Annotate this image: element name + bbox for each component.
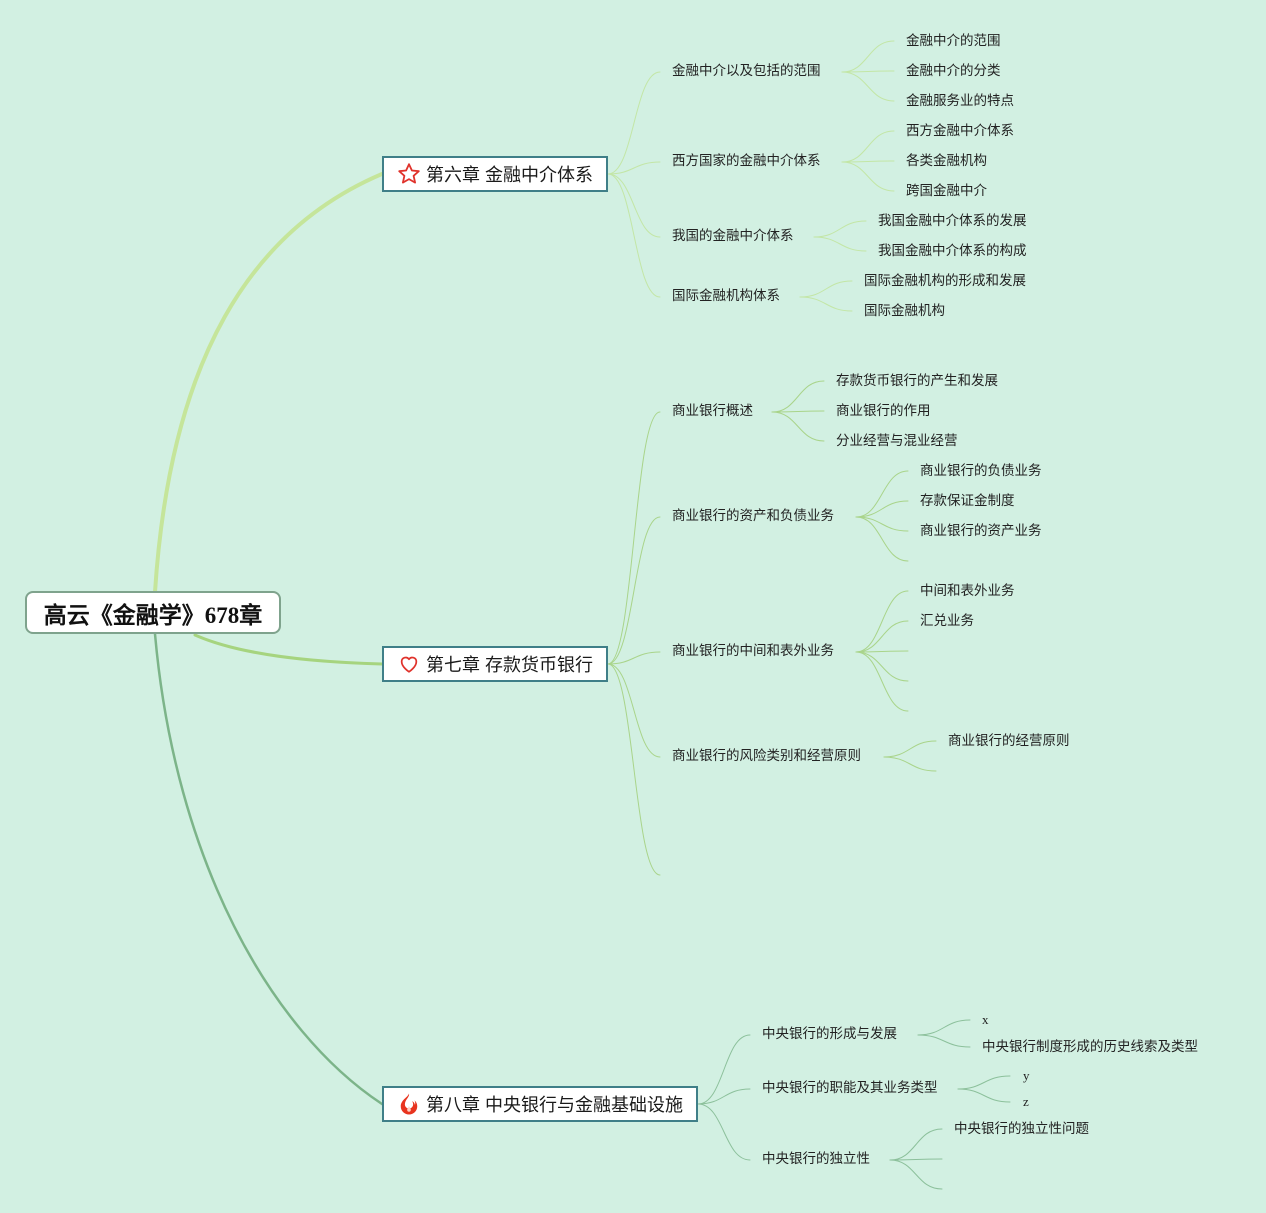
subtopic-7-4[interactable]: 商业银行的风险类别和经营原则: [672, 748, 861, 763]
leaf-topic[interactable]: 商业银行的经营原则: [948, 733, 1070, 748]
chapter-7-connector: [607, 411, 661, 665]
chapter-6-topic[interactable]: 第六章 金融中介体系: [382, 156, 608, 192]
root-topic[interactable]: 高云《金融学》678章: [25, 591, 281, 634]
leaf-connector: [855, 500, 909, 518]
leaf-connector: [855, 516, 909, 532]
heart-icon: [396, 651, 422, 677]
leaf-topic[interactable]: y: [1023, 1068, 1030, 1083]
chapter-6-connector: [607, 173, 661, 298]
leaf-connector: [799, 280, 853, 298]
leaf-connector: [855, 470, 909, 518]
leaf-connector: [957, 1088, 1011, 1103]
leaf-connector: [889, 1159, 943, 1190]
root-branch-ch6: [153, 172, 384, 594]
chapter-label: 第六章 金融中介体系: [426, 165, 594, 185]
leaf-connector: [957, 1075, 1011, 1090]
leaf-topic[interactable]: 分业经营与混业经营: [836, 433, 958, 448]
chapter-6-connector: [607, 161, 661, 175]
chapter-6-connector: [607, 71, 661, 175]
leaf-topic[interactable]: 中央银行的独立性问题: [954, 1121, 1089, 1136]
leaf-topic[interactable]: 存款货币银行的产生和发展: [836, 373, 998, 388]
leaf-topic[interactable]: 汇兑业务: [920, 613, 974, 628]
subtopic-7-1[interactable]: 商业银行概述: [672, 403, 753, 418]
chapter-7-connector: [607, 516, 661, 665]
leaf-connector: [889, 1128, 943, 1161]
leaf-connector: [841, 71, 895, 102]
leaf-connector: [917, 1034, 971, 1048]
leaf-connector: [841, 130, 895, 163]
subtopic-8-1[interactable]: 中央银行的形成与发展: [762, 1026, 897, 1041]
leaf-topic[interactable]: 金融中介的范围: [906, 33, 1001, 48]
leaf-topic[interactable]: 国际金融机构的形成和发展: [864, 273, 1026, 288]
leaf-topic[interactable]: x: [982, 1012, 989, 1027]
leaf-topic[interactable]: 我国金融中介体系的构成: [878, 243, 1027, 258]
root-branch-ch7: [193, 633, 384, 666]
leaf-topic[interactable]: 中央银行制度形成的历史线索及类型: [982, 1039, 1198, 1054]
leaf-topic[interactable]: 金融服务业的特点: [906, 93, 1014, 108]
leaf-topic[interactable]: 商业银行的负债业务: [920, 463, 1042, 478]
leaf-topic[interactable]: z: [1023, 1094, 1029, 1109]
leaf-connector: [855, 590, 909, 653]
leaf-connector: [771, 411, 825, 442]
root-branch-ch8: [153, 632, 384, 1106]
chapter-7-connector: [607, 663, 661, 758]
chapter-8-connector: [697, 1103, 751, 1161]
subtopic-6-2[interactable]: 西方国家的金融中介体系: [672, 153, 821, 168]
leaf-connector: [883, 740, 937, 758]
leaf-connector: [813, 220, 867, 238]
leaf-topic[interactable]: 西方金融中介体系: [906, 123, 1014, 138]
subtopic-7-3[interactable]: 商业银行的中间和表外业务: [672, 643, 834, 658]
leaf-topic[interactable]: 各类金融机构: [906, 153, 987, 168]
chapter-8-connector: [697, 1088, 751, 1105]
chapter-8-topic[interactable]: 第八章 中央银行与金融基础设施: [382, 1086, 698, 1122]
leaf-connector: [841, 160, 895, 163]
fire-icon: [396, 1091, 422, 1117]
leaf-connector: [771, 410, 825, 413]
chapter-6-connector: [607, 173, 661, 238]
leaf-connector: [841, 40, 895, 73]
subtopic-7-2[interactable]: 商业银行的资产和负债业务: [672, 508, 834, 523]
leaf-connector: [855, 620, 909, 653]
leaf-connector: [883, 756, 937, 772]
subtopic-8-3[interactable]: 中央银行的独立性: [762, 1151, 870, 1166]
leaf-connector: [771, 380, 825, 413]
subtopic-8-2[interactable]: 中央银行的职能及其业务类型: [762, 1080, 938, 1095]
leaf-connector: [813, 236, 867, 252]
leaf-topic[interactable]: 跨国金融中介: [906, 183, 987, 198]
leaf-connector: [841, 161, 895, 192]
leaf-topic[interactable]: 商业银行的资产业务: [920, 523, 1042, 538]
chapter-7-topic[interactable]: 第七章 存款货币银行: [382, 646, 608, 682]
leaf-connector: [799, 296, 853, 312]
leaf-topic[interactable]: 存款保证金制度: [920, 493, 1015, 508]
leaf-topic[interactable]: 中间和表外业务: [920, 583, 1015, 598]
chapter-7-connector: [607, 663, 661, 876]
leaf-topic[interactable]: 商业银行的作用: [836, 403, 931, 418]
leaf-connector: [855, 651, 909, 712]
subtopic-6-1[interactable]: 金融中介以及包括的范围: [672, 63, 821, 78]
leaf-connector: [889, 1158, 943, 1161]
chapter-8-connector: [697, 1034, 751, 1105]
leaf-connector: [855, 650, 909, 653]
leaf-connector: [917, 1019, 971, 1036]
leaf-connector: [855, 516, 909, 562]
subtopic-6-4[interactable]: 国际金融机构体系: [672, 288, 780, 303]
subtopic-6-3[interactable]: 我国的金融中介体系: [672, 228, 794, 243]
leaf-topic[interactable]: 国际金融机构: [864, 303, 945, 318]
leaf-topic[interactable]: 金融中介的分类: [906, 63, 1001, 78]
chapter-label: 第七章 存款货币银行: [426, 655, 594, 675]
chapter-7-connector: [607, 651, 661, 665]
chapter-label: 第八章 中央银行与金融基础设施: [426, 1095, 683, 1115]
star-icon: [396, 161, 422, 187]
leaf-connector: [841, 70, 895, 73]
leaf-connector: [855, 651, 909, 682]
leaf-topic[interactable]: 我国金融中介体系的发展: [878, 213, 1027, 228]
